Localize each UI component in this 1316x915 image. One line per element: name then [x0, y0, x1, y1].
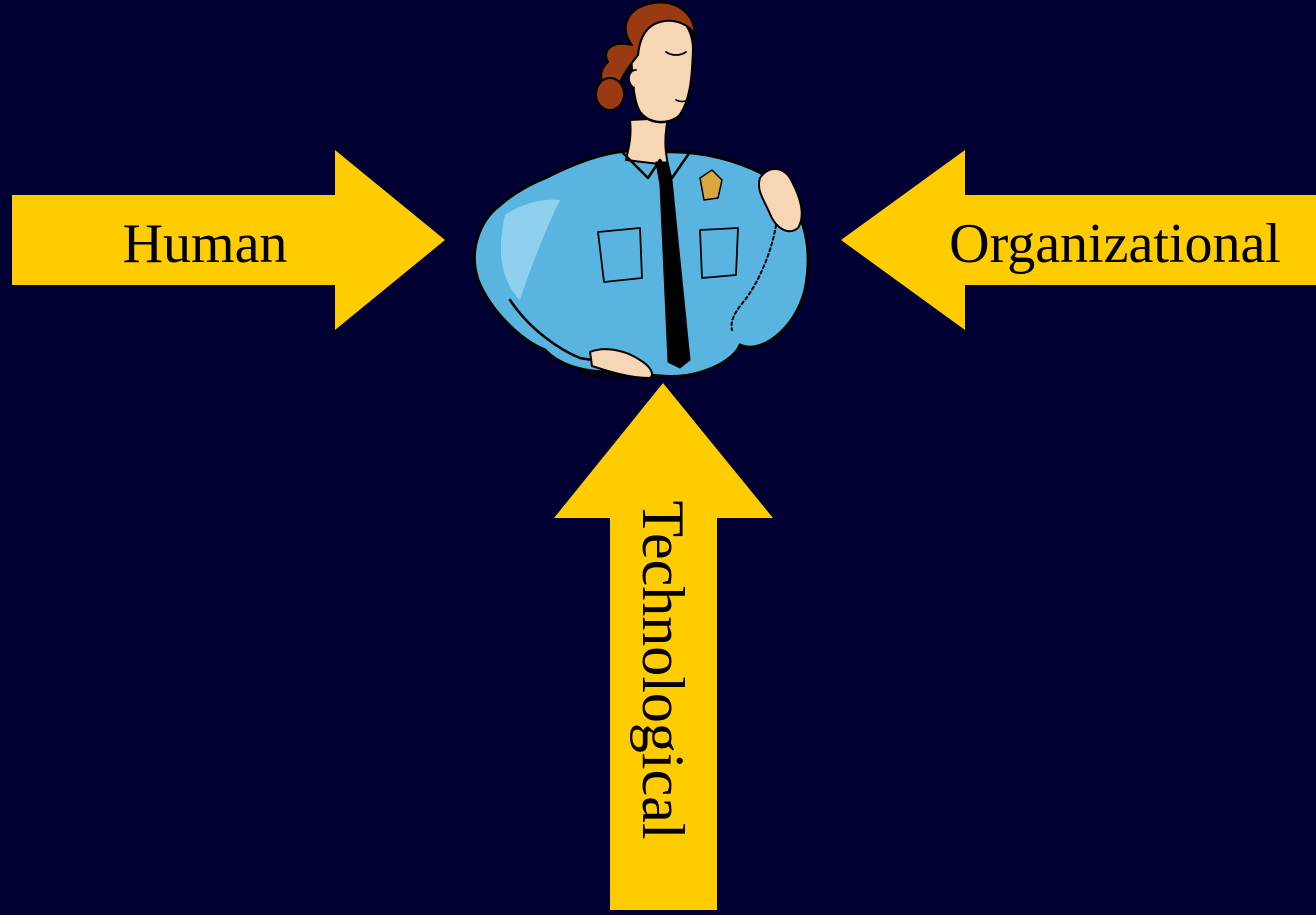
pocket-left — [597, 227, 643, 283]
uniform-highlight — [500, 199, 560, 300]
right-hand — [758, 168, 803, 233]
eye-shape — [665, 51, 687, 56]
human-label: Human — [123, 213, 288, 275]
human-arrow-shape — [12, 150, 445, 330]
radio-cord — [730, 224, 777, 331]
human-arrow: Human — [12, 150, 445, 330]
technological-arrow: Technological — [554, 383, 773, 910]
tie-shape — [655, 161, 691, 369]
police-officer-icon — [473, 1, 810, 379]
neck-shape — [625, 117, 669, 166]
collar-shape — [618, 148, 692, 180]
hair-shape — [600, 1, 696, 90]
left-hand — [589, 348, 653, 379]
organizational-arrow: Organizational — [841, 150, 1316, 330]
pocket-right — [699, 227, 739, 279]
organizational-label: Organizational — [949, 213, 1281, 275]
badge-shape — [699, 169, 723, 201]
mouth-shape — [675, 99, 689, 103]
ear-shape — [628, 69, 637, 89]
organizational-arrow-shape — [841, 150, 1316, 330]
hair-bun — [595, 77, 625, 111]
technological-label: Technological — [630, 501, 696, 840]
technological-arrow-shape — [554, 383, 773, 910]
